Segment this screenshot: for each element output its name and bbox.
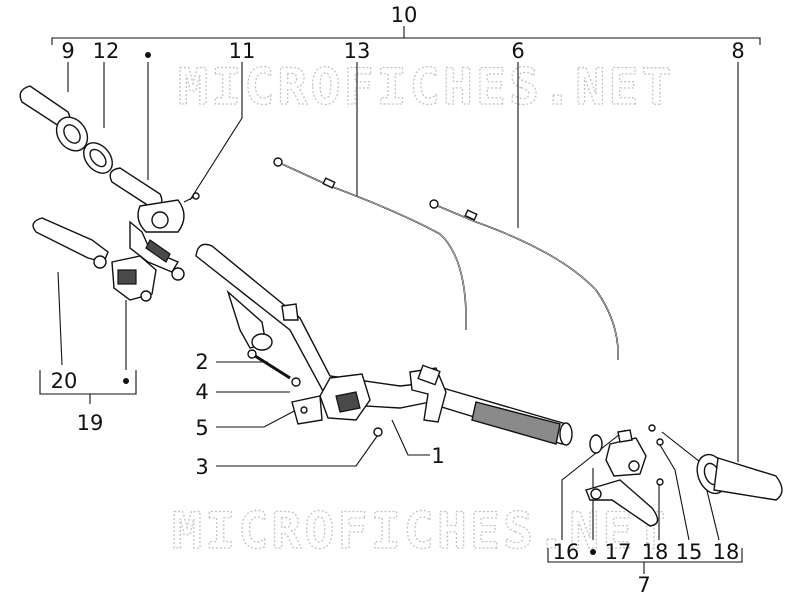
handlebar-tube — [195, 243, 573, 446]
callout-18-left: 18 — [642, 540, 669, 564]
callout-3: 3 — [195, 455, 208, 479]
callout-8: 8 — [731, 39, 744, 63]
callout-17: 17 — [605, 540, 632, 564]
cable-6 — [429, 199, 619, 361]
nut-3 — [373, 427, 383, 437]
washer-4 — [291, 377, 301, 387]
right-grip — [696, 453, 783, 501]
callout-11: 11 — [229, 39, 256, 63]
leader-lines — [39, 26, 761, 574]
callout-12: 12 — [93, 39, 120, 63]
right-brake-lever — [585, 479, 659, 527]
watermark-bottom: MICROFICHES.NET — [172, 502, 669, 560]
callout-4: 4 — [195, 380, 208, 404]
callout-20: 20 — [51, 369, 78, 393]
callout-9: 9 — [61, 39, 74, 63]
left-brake-lever — [32, 217, 109, 269]
left-brake-pump — [111, 255, 157, 302]
right-end-cap — [589, 434, 603, 454]
reference-dot-top — [145, 52, 151, 58]
watermark-top: MICROFICHES.NET — [178, 58, 675, 116]
reference-dot-left — [123, 378, 129, 384]
screw-18 — [656, 438, 664, 446]
bolt-2 — [247, 349, 291, 380]
washer-5 — [300, 406, 308, 414]
grip-washer-hole — [89, 148, 107, 168]
screw-18-lower — [656, 478, 664, 486]
right-brake-pump — [605, 429, 647, 477]
callout-2: 2 — [195, 350, 208, 374]
reference-dot-bottom — [590, 549, 596, 555]
callout-19: 19 — [77, 411, 104, 435]
callout-1: 1 — [431, 444, 444, 468]
screw-11 — [183, 192, 200, 203]
callout-6: 6 — [511, 39, 524, 63]
left-grip — [19, 85, 89, 152]
callout-18-right: 18 — [713, 540, 740, 564]
screw-15 — [648, 424, 656, 432]
callout-16: 16 — [553, 540, 580, 564]
throttle-assembly — [109, 167, 185, 281]
cable-13 — [273, 157, 467, 331]
central-clamp — [291, 373, 371, 425]
callout-7: 7 — [637, 573, 650, 597]
callout-5: 5 — [195, 416, 208, 440]
callout-13: 13 — [344, 39, 371, 63]
callout-10: 10 — [391, 3, 418, 27]
callout-labels: 10 9 12 11 13 6 8 2 4 5 3 1 20 19 16 17 … — [51, 3, 745, 597]
callout-15: 15 — [676, 540, 703, 564]
